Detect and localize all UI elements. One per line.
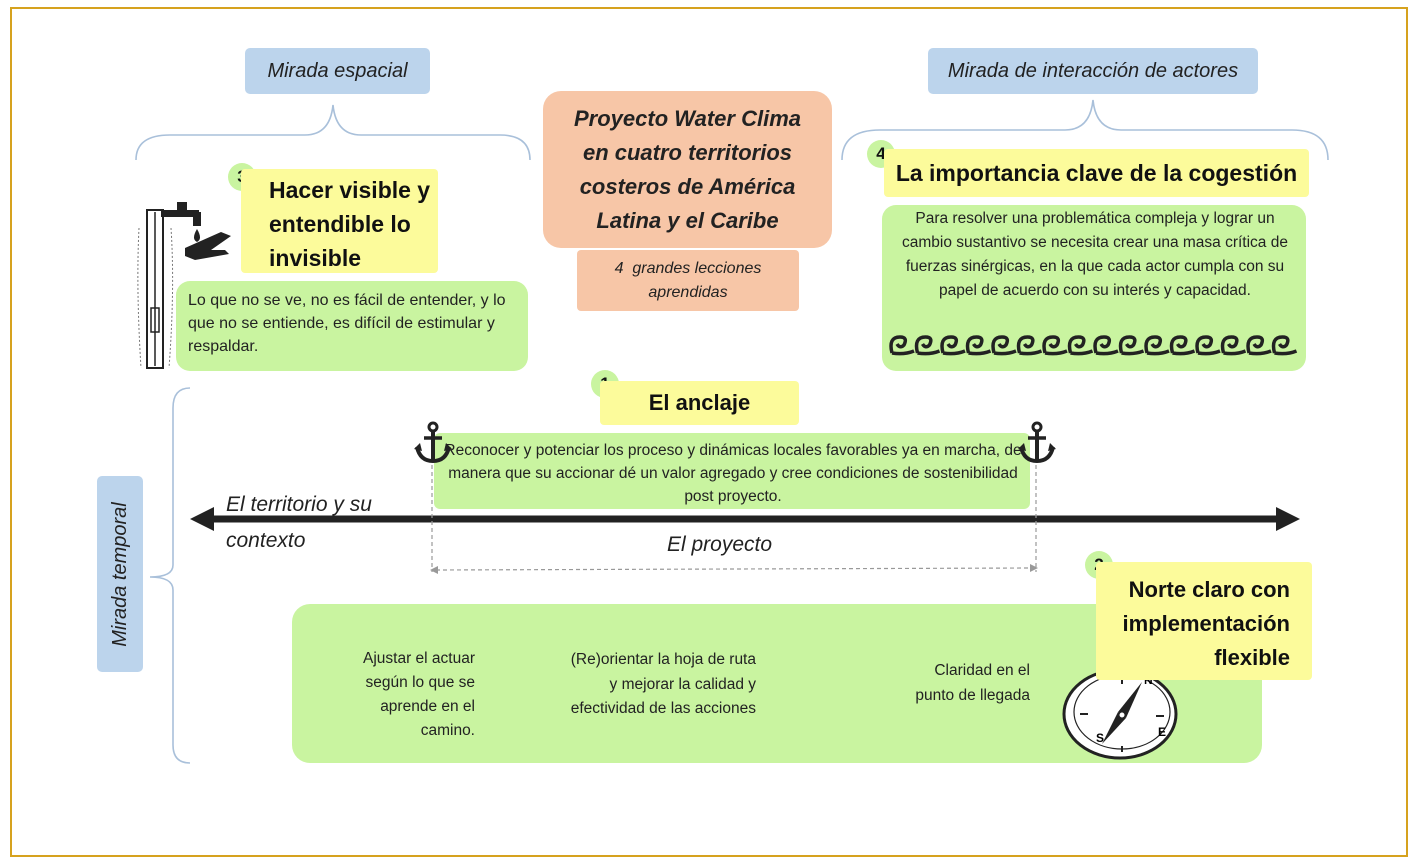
- project-span-label: El proyecto: [667, 533, 773, 556]
- well-tap-icon: [133, 198, 243, 373]
- compass-letter-e: E: [1158, 725, 1166, 739]
- lesson-3-title-box: Hacer visible y entendible lo invisible: [241, 169, 438, 273]
- lesson-3-title: Hacer visible y entendible lo invisible: [269, 177, 431, 271]
- temporal-header: Mirada temporal: [97, 476, 143, 672]
- project-title: Proyecto Water Clima en cuatro territori…: [573, 105, 801, 233]
- lesson-1-text: Reconocer y potenciar los proceso y diná…: [444, 442, 1022, 505]
- lesson-3-text-box: Lo que no se ve, no es fácil de entender…: [176, 281, 528, 371]
- lesson-3-text: Lo que no se ve, no es fácil de entender…: [188, 292, 506, 355]
- lesson-4-text-box: Para resolver una problemática compleja …: [882, 205, 1306, 371]
- project-title-box: Proyecto Water Clima en cuatro territori…: [543, 91, 832, 248]
- project-subtitle-box: 4 grandes lecciones aprendidas: [577, 250, 799, 311]
- project-span-line: [435, 567, 1033, 571]
- lesson-4-title: La importancia clave de la cogestión: [895, 159, 1298, 186]
- project-subtitle: 4 grandes lecciones aprendidas: [614, 259, 766, 301]
- compass-letter-s: S: [1096, 731, 1104, 745]
- lesson-2-title: Norte claro con implementación flexible: [1122, 577, 1290, 670]
- lesson-4-title-box: La importancia clave de la cogestión: [884, 149, 1309, 197]
- actors-bracket: [841, 99, 1329, 161]
- spatial-bracket: [135, 104, 531, 161]
- actors-header: Mirada de interacción de actores: [928, 48, 1258, 94]
- timeline-arrowhead-left: [190, 507, 214, 531]
- timeline-arrowhead-right: [1276, 507, 1300, 531]
- spatial-header: Mirada espacial: [245, 48, 430, 94]
- lesson-4-text: Para resolver una problemática compleja …: [902, 210, 1288, 299]
- compass-letter-n: N: [1144, 673, 1153, 687]
- anchor-icon: [414, 421, 452, 464]
- temporal-header-label: Mirada temporal: [108, 501, 131, 647]
- lesson-2-step-2: (Re)orientar la hoja de ruta y mejorar l…: [570, 651, 756, 717]
- lesson-2-step-1: Ajustar el actuar según lo que se aprend…: [363, 650, 475, 739]
- territory-label: El territorio y su contexto: [226, 493, 372, 552]
- temporal-bracket: [149, 387, 191, 764]
- lesson-1-title: El anclaje: [648, 390, 751, 415]
- lesson-2-title-box: Norte claro con implementación flexible: [1096, 562, 1312, 680]
- lesson-1-title-box: El anclaje: [600, 381, 799, 425]
- lesson-2-step-3: Claridad en el punto de llegada: [915, 662, 1030, 704]
- anchor-icon: [1018, 421, 1056, 464]
- waves-icon: [889, 335, 1298, 356]
- lesson-1-text-box: Reconocer y potenciar los proceso y diná…: [434, 433, 1030, 509]
